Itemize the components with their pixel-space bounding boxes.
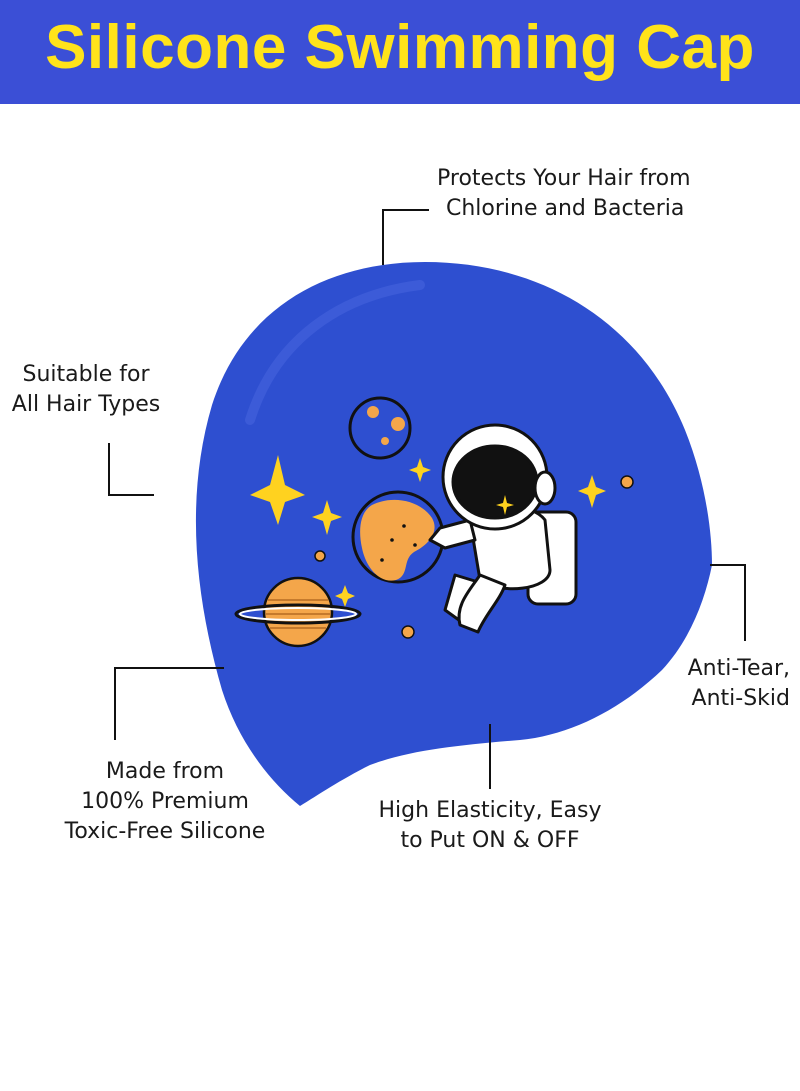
page-title: Silicone Swimming Cap bbox=[45, 13, 755, 82]
callout-right-line2: Anti-Skid bbox=[691, 686, 790, 711]
connector-top-v bbox=[382, 209, 384, 265]
callout-left-upper-line2: All Hair Types bbox=[11, 392, 161, 417]
connector-bottom-v bbox=[489, 724, 491, 789]
ringed-planet-print bbox=[234, 576, 362, 648]
swim-cap-illustration bbox=[195, 262, 712, 806]
callout-bottom: High Elasticity, Easy to Put ON & OFF bbox=[362, 796, 618, 856]
title-banner: Silicone Swimming Cap bbox=[0, 0, 800, 104]
connector-left-lower-h bbox=[114, 667, 224, 669]
callout-left-lower: Made from 100% Premium Toxic-Free Silico… bbox=[48, 757, 282, 847]
callout-bottom-line2: to Put ON & OFF bbox=[400, 828, 580, 853]
callout-top-line1: Protects Your Hair from bbox=[437, 166, 691, 191]
connector-left-upper-v bbox=[108, 443, 110, 495]
connector-top-h bbox=[382, 209, 429, 211]
astronaut-print bbox=[428, 423, 578, 634]
connector-left-upper-h bbox=[108, 494, 154, 496]
connector-right-h bbox=[710, 564, 746, 566]
small-planet-print bbox=[348, 396, 412, 460]
callout-left-lower-line2: 100% Premium bbox=[81, 789, 249, 814]
callout-left-upper-line1: Suitable for bbox=[22, 362, 150, 387]
callout-left-lower-line3: Toxic-Free Silicone bbox=[64, 819, 266, 844]
connector-right-v bbox=[744, 564, 746, 641]
callout-bottom-line1: High Elasticity, Easy bbox=[378, 798, 602, 823]
callout-left-lower-line1: Made from bbox=[105, 759, 225, 784]
callout-right: Anti-Tear, Anti-Skid bbox=[672, 654, 790, 714]
star-print bbox=[250, 455, 606, 607]
callout-top: Protects Your Hair from Chlorine and Bac… bbox=[437, 164, 691, 224]
callout-right-line1: Anti-Tear, bbox=[687, 656, 790, 681]
connector-left-lower-v bbox=[114, 667, 116, 740]
callout-left-upper: Suitable for All Hair Types bbox=[6, 360, 166, 420]
callout-top-line2: Chlorine and Bacteria bbox=[446, 196, 685, 221]
globe-planet-print bbox=[351, 490, 445, 584]
